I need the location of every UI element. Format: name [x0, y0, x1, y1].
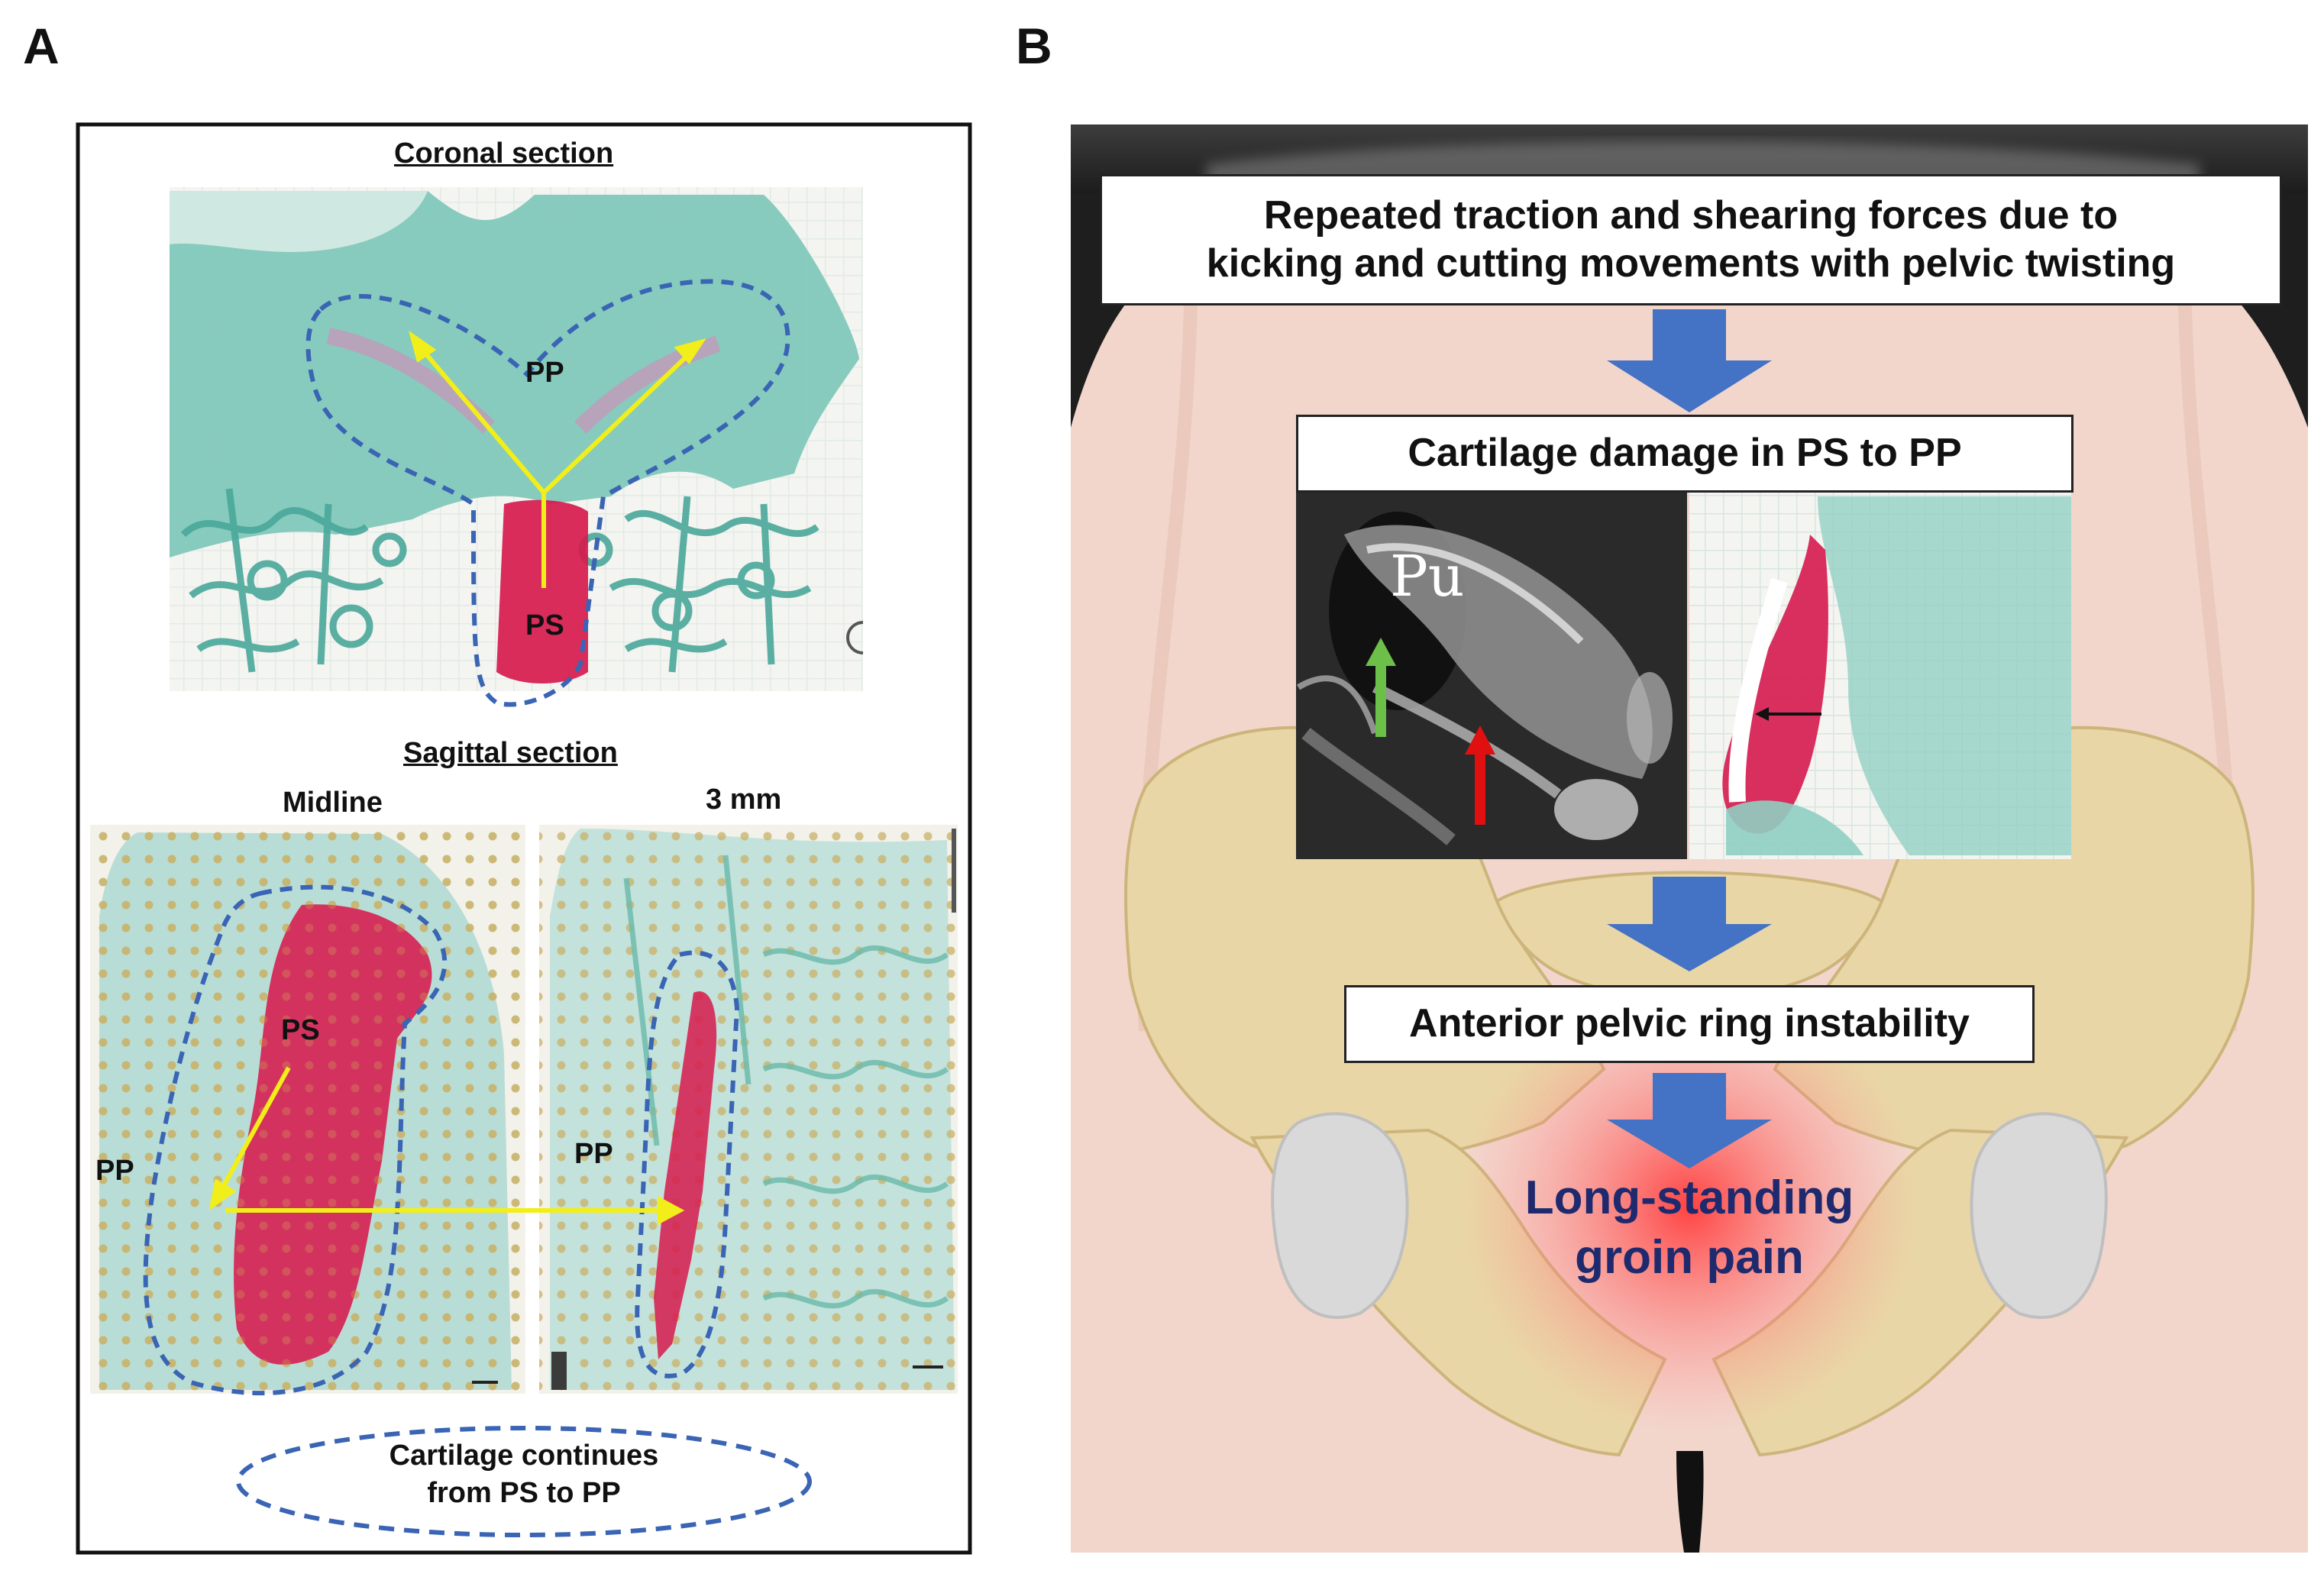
sagittal-section-title: Sagittal section: [403, 737, 618, 769]
coronal-section-title: Coronal section: [394, 137, 614, 170]
midline-label: Midline: [283, 787, 383, 819]
coronal-yellow-arrows: [408, 330, 706, 588]
cartilage-damage-box: Cartilage damage in PS to PP: [1296, 415, 2073, 493]
mechanism-line1: Repeated traction and shearing forces du…: [1263, 192, 2119, 238]
mri-image: [1296, 493, 1687, 859]
flow-arrow-3: [1607, 1073, 1772, 1168]
sagittal-3mm-image: [539, 825, 958, 1394]
sagittal-ps-label: PS: [281, 1014, 320, 1046]
mechanism-line2: kicking and cutting movements with pelvi…: [1206, 241, 2176, 286]
pb-histology-image: [1689, 493, 2071, 859]
continuity-caption-line2: from PS to PP: [427, 1477, 621, 1510]
flow-arrows: [1607, 309, 1772, 1168]
panel-b-letter: B: [1016, 18, 1052, 74]
coronal-ps-label: PS: [525, 609, 564, 641]
continuity-caption: Cartilage continues from PS to PP: [295, 1437, 753, 1513]
mri-pu-label: Pu: [1390, 544, 1465, 609]
sagittal-pp-right-label: PP: [574, 1138, 613, 1170]
outcome-line2: groin pain: [1575, 1231, 1804, 1285]
three-mm-label: 3 mm: [706, 784, 782, 816]
sagittal-pp-left-label: PP: [95, 1155, 134, 1187]
sagittal-midline-outline: [143, 884, 448, 1396]
panel-a-letter: A: [23, 18, 60, 74]
mechanism-box: Repeated traction and shearing forces du…: [1100, 174, 2282, 305]
continuity-caption-line1: Cartilage continues: [389, 1440, 659, 1472]
cartilage-continuity-oval: [236, 1426, 812, 1537]
instability-box: Anterior pelvic ring instability: [1344, 985, 2035, 1063]
flow-arrow-1: [1607, 309, 1772, 412]
coronal-pp-label: PP: [525, 357, 564, 389]
groin-pain-outcome: Long-standing groin pain: [1413, 1168, 1966, 1288]
sagittal-yellow-arrows: [208, 1066, 685, 1226]
flow-arrow-2: [1607, 877, 1772, 971]
sagittal-midline-image: [90, 825, 525, 1394]
outcome-line1: Long-standing: [1524, 1171, 1854, 1224]
pain-glow: [1460, 978, 1918, 1436]
coronal-histology-image: [170, 187, 864, 691]
coronal-cartilage-outline: [305, 279, 790, 707]
